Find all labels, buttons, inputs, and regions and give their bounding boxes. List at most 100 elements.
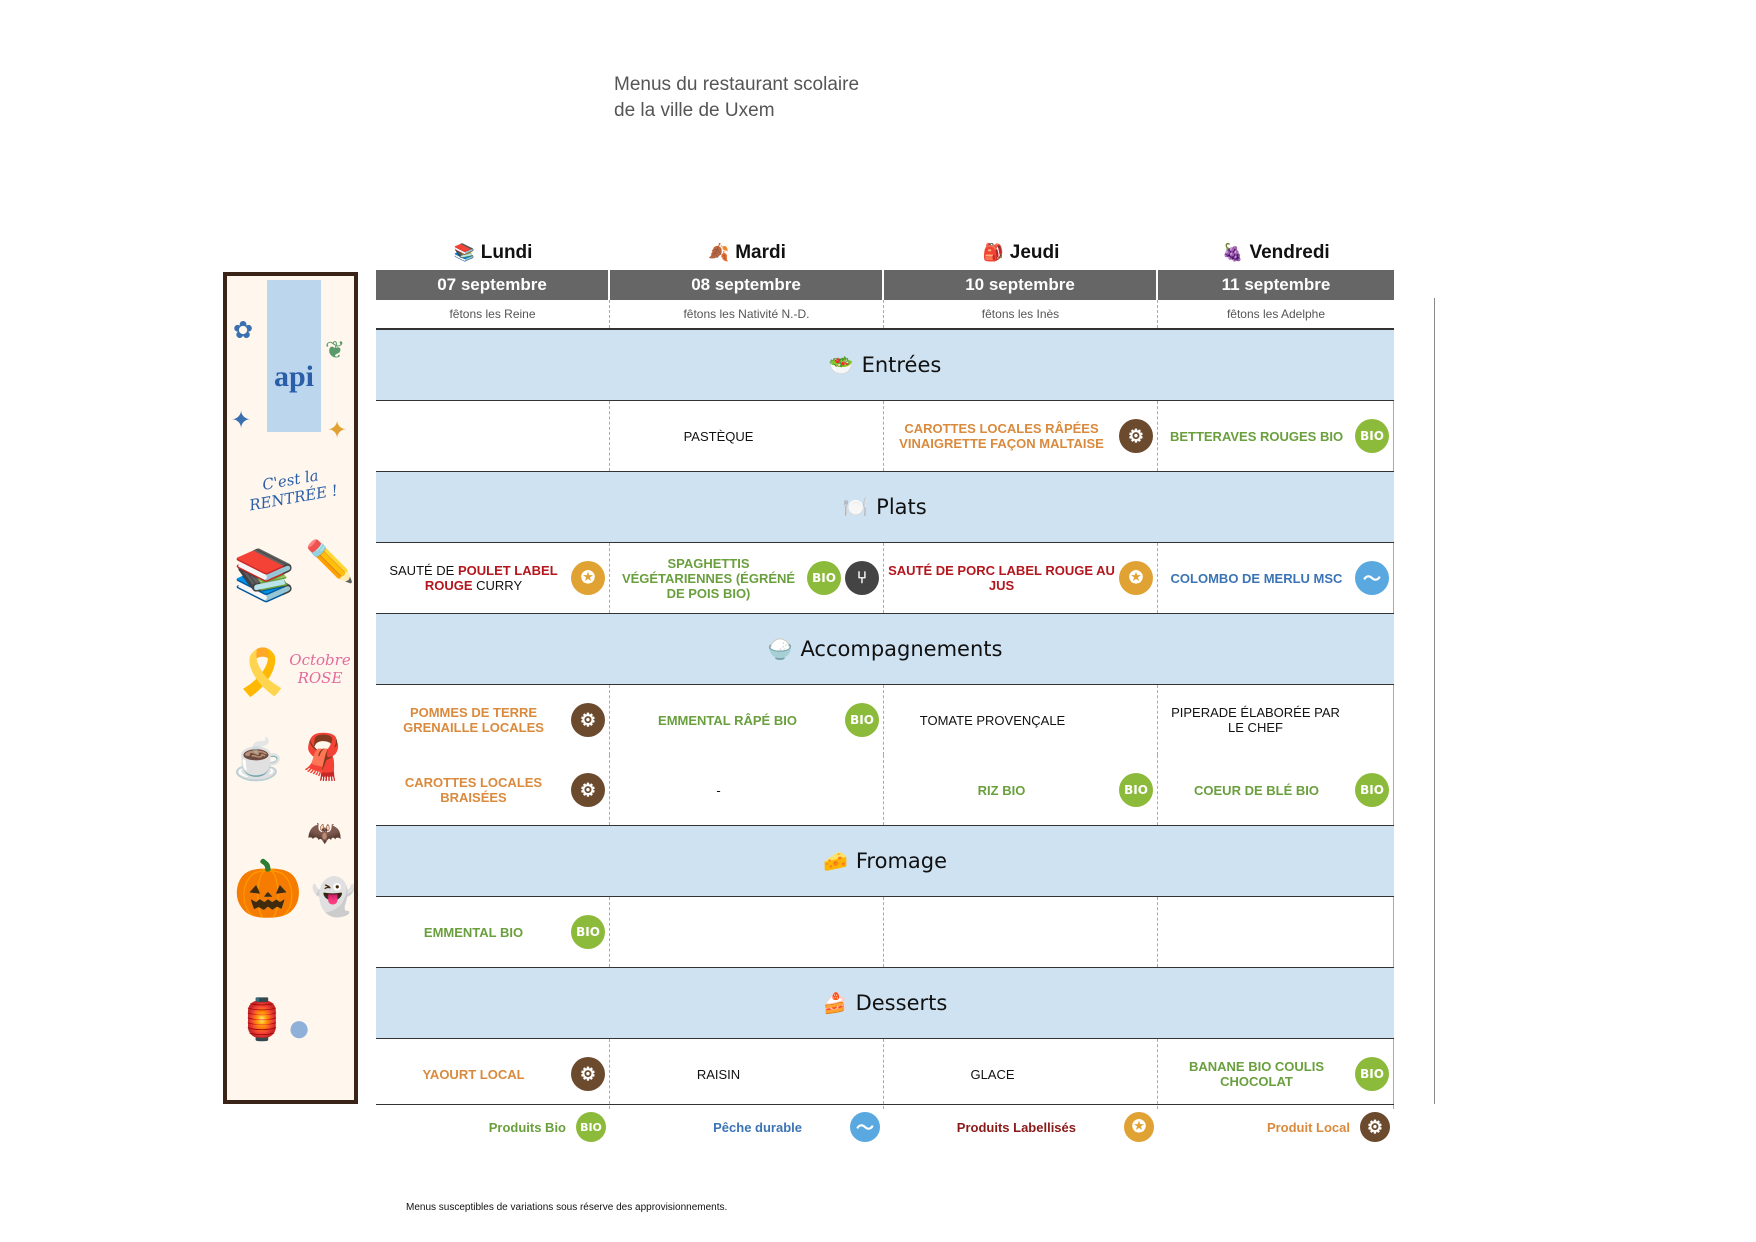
legend-label: Produits Bio xyxy=(488,1119,566,1135)
dish-name: RIZ BIO xyxy=(977,782,1026,798)
dish-name: SPAGHETTIS VÉGÉTARIENNES (ÉGRÉNÉ DE POIS… xyxy=(621,555,796,601)
dish-name: TOMATE PROVENÇALE xyxy=(919,712,1066,728)
label-product-icon: ✪ xyxy=(571,561,605,595)
legend-label: Pêche durable xyxy=(713,1119,802,1135)
saint-mardi: fêtons les Nativité N.-D. xyxy=(610,300,884,328)
footnote: Menus susceptibles de variations sous ré… xyxy=(406,1202,728,1213)
bio-icon: BIO xyxy=(1355,419,1389,453)
date-row: 07 septembre 08 septembre 10 septembre 1… xyxy=(376,270,1394,300)
section-plats: 🍽️Plats xyxy=(376,471,1394,543)
dish-name: EMMENTAL RÂPÉ BIO xyxy=(658,712,797,728)
local-product-icon: ⚙ xyxy=(1360,1112,1390,1142)
date-lundi: 07 septembre xyxy=(376,270,610,300)
date-mardi: 08 septembre xyxy=(610,270,884,300)
lantern-icon: 🏮 xyxy=(237,998,287,1042)
section-fromage: 🧀 Fromage xyxy=(376,825,1394,897)
dish-name: PASTÈQUE xyxy=(683,428,754,444)
accomp-row-1: POMMES DE TERRE GRENAILLE LOCALES ⚙ EMMEN… xyxy=(376,685,1394,755)
day-name: Jeudi xyxy=(1009,242,1060,263)
berry-icon: ✿ xyxy=(233,317,254,344)
dish-part: CURRY xyxy=(472,578,523,593)
entree-lundi xyxy=(376,401,610,471)
table-bottom-border xyxy=(376,1104,1394,1105)
date-jeudi: 10 septembre xyxy=(884,270,1158,300)
dish-name: SAUTÉ DE PORC LABEL ROUGE AU JUS xyxy=(888,563,1115,593)
entrees-row: PASTÈQUE CAROTTES LOCALES RÂPÉES VINAIGR… xyxy=(376,401,1394,471)
section-label: Fromage xyxy=(855,849,948,873)
title-line-2: de la ville de Uxem xyxy=(614,100,775,121)
leaf-icon: ❦ xyxy=(325,337,346,364)
legend-local: Produit Local ⚙ xyxy=(1158,1112,1394,1142)
books-icon: 📚 xyxy=(233,547,296,603)
local-product-icon: ⚙ xyxy=(571,703,605,737)
accomp-jeudi-1: TOMATE PROVENÇALE xyxy=(884,685,1158,755)
saint-row: fêtons les Reine fêtons les Nativité N.-… xyxy=(376,300,1394,329)
day-mardi: 🍂 Mardi xyxy=(610,236,884,270)
dessert-mardi: RAISIN xyxy=(610,1039,884,1109)
section-desserts: 🍰 Desserts xyxy=(376,967,1394,1039)
desserts-row: YAOURT LOCAL⚙ RAISIN GLACE BANANE BIO CO… xyxy=(376,1039,1394,1109)
label-product-icon: ✪ xyxy=(1119,561,1153,595)
grapes-icon: 🍇 xyxy=(1222,243,1244,262)
bio-icon: BIO xyxy=(1355,1057,1389,1091)
cheese-icon: 🧀 xyxy=(822,849,848,873)
accomp-lundi-1: POMMES DE TERRE GRENAILLE LOCALES ⚙ xyxy=(376,685,610,755)
leaf-icon: 🍂 xyxy=(708,243,730,262)
api-logo: api xyxy=(267,280,321,432)
cake-icon: 🍰 xyxy=(822,991,848,1015)
day-header-row: 📚Lundi 🍂 Mardi 🎒Jeudi 🍇 Vendredi xyxy=(376,236,1394,270)
dish-name: COEUR DE BLÉ BIO xyxy=(1194,782,1319,798)
date-vendredi: 11 septembre xyxy=(1221,275,1331,294)
bio-icon: BIO xyxy=(845,703,879,737)
dish-name: CAROTTES LOCALES BRAISÉES xyxy=(404,775,543,805)
plat-lundi: SAUTÉ DE POULET LABEL ROUGE CURRY✪ xyxy=(376,543,610,613)
mug-icon: ☕ xyxy=(233,738,283,782)
pink-ribbon-icon: 🎗️ xyxy=(235,648,290,697)
section-label: Entrées xyxy=(861,353,942,377)
day-name: Lundi xyxy=(480,242,533,263)
bio-icon: BIO xyxy=(1355,773,1389,807)
accomp-vendredi-1: PIPERADE ÉLABORÉE PAR LE CHEF xyxy=(1158,685,1394,755)
blue-pumpkin-icon: ● xyxy=(287,1006,312,1050)
fromage-mardi xyxy=(610,897,884,967)
saint-vendredi: fêtons les Adelphe xyxy=(1226,307,1326,321)
section-entrees: 🥗 Entrées xyxy=(376,329,1394,401)
right-border-line xyxy=(1434,298,1435,1104)
fromage-jeudi xyxy=(884,897,1158,967)
entree-mardi: PASTÈQUE xyxy=(610,401,884,471)
label-product-icon: ✪ xyxy=(1124,1112,1154,1142)
sustainable-fishing-icon: 〜 xyxy=(850,1112,880,1142)
dessert-jeudi: GLACE xyxy=(884,1039,1158,1109)
salad-icon: 🥗 xyxy=(828,353,854,377)
dish-name: GLACE xyxy=(970,1066,1015,1082)
autumn-leaf-icon: ✦ xyxy=(327,417,348,444)
title-line-1: Menus du restaurant scolaire xyxy=(614,74,860,95)
sustainable-fishing-icon: 〜 xyxy=(1355,561,1389,595)
day-name: Vendredi xyxy=(1249,242,1330,263)
decorative-banner: api ✿ ❦ ✦ ✦ C'est la RENTRÉE ! 📚 ✏️ 🎗️ O… xyxy=(223,272,358,1104)
legend-label-products: Produits Labellisés✪ xyxy=(884,1112,1158,1142)
day-jeudi: 🎒Jeudi xyxy=(884,236,1158,270)
dish-name: COLOMBO DE MERLU MSC xyxy=(1170,570,1343,586)
section-label: Desserts xyxy=(855,991,948,1015)
day-lundi: 📚Lundi xyxy=(376,236,610,270)
legend-label: Produit Local xyxy=(1266,1119,1350,1135)
rice-icon: 🍚 xyxy=(767,637,793,661)
dessert-lundi: YAOURT LOCAL⚙ xyxy=(376,1039,610,1109)
vegetarian-icon: ⑂ xyxy=(845,561,879,595)
rentree-text: C'est la RENTRÉE ! xyxy=(247,466,340,515)
section-accompagnements: 🍚Accompagnements xyxy=(376,613,1394,685)
plat-mardi: SPAGHETTIS VÉGÉTARIENNES (ÉGRÉNÉ DE POIS… xyxy=(610,543,884,613)
plat-jeudi: SAUTÉ DE PORC LABEL ROUGE AU JUS✪ xyxy=(884,543,1158,613)
page-title: Menus du restaurant scolaire de la ville… xyxy=(614,72,859,124)
dish-name: YAOURT LOCAL xyxy=(422,1066,525,1082)
day-name: Mardi xyxy=(735,242,786,263)
dish-name: BANANE BIO COULIS CHOCOLAT xyxy=(1188,1059,1325,1089)
scarf-icon: 🧣 xyxy=(295,733,350,782)
dish-name: POMMES DE TERRE GRENAILLE LOCALES xyxy=(403,705,544,735)
